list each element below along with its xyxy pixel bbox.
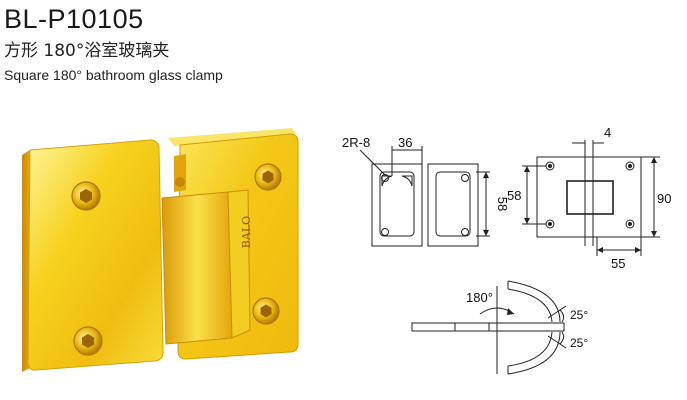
model-number: BL-P10105: [4, 4, 144, 34]
front-left-inner-outline: [379, 171, 415, 237]
lower-angle-marker: [547, 335, 567, 349]
product-name-chinese: 方形 180°浴室玻璃夹: [4, 41, 170, 61]
screw-icon: [73, 326, 103, 356]
side-height-label: 58: [507, 188, 521, 203]
side-width-label: 55: [611, 256, 625, 271]
lower-swing-arc: [507, 331, 561, 375]
screw-icon: [71, 181, 101, 211]
gap-label: 4: [604, 125, 611, 140]
hinge-body: [161, 191, 233, 345]
side-view-drawing: [522, 140, 660, 256]
screw-icon: [252, 297, 280, 325]
front-right-plate-outline: [427, 163, 479, 247]
total-height-label: 90: [657, 191, 671, 206]
radius-label: 2R-8: [342, 135, 370, 150]
upper-angle-marker: [547, 305, 567, 319]
product-name-english: Square 180° bathroom glass clamp: [4, 67, 223, 83]
left-plate: [27, 139, 164, 371]
hinge-side: [227, 189, 251, 339]
front-width-label: 36: [398, 135, 412, 150]
front-left-plate-outline: [371, 163, 423, 247]
rotation-angle-label: 180°: [466, 290, 493, 305]
brand-engraving: BALO: [240, 216, 253, 248]
upper-angle-label: 25°: [570, 308, 588, 322]
front-view-drawing: [359, 146, 490, 247]
side-hinge-block: [566, 180, 614, 215]
glass-panel: [411, 322, 565, 332]
swing-view-drawing: [411, 280, 567, 375]
radius-leader-line: [359, 149, 387, 177]
screw-icon: [254, 163, 282, 191]
lower-angle-label: 25°: [570, 336, 588, 350]
pivot-pin-icon: [175, 177, 185, 187]
side-body-outline: [536, 156, 642, 238]
upper-swing-arc: [507, 280, 561, 323]
front-left-corner-slots: [381, 175, 413, 187]
right-plate-top-edge: [168, 128, 296, 146]
front-height-label: 58: [495, 197, 510, 211]
clamp-photo: BALO: [22, 128, 299, 372]
